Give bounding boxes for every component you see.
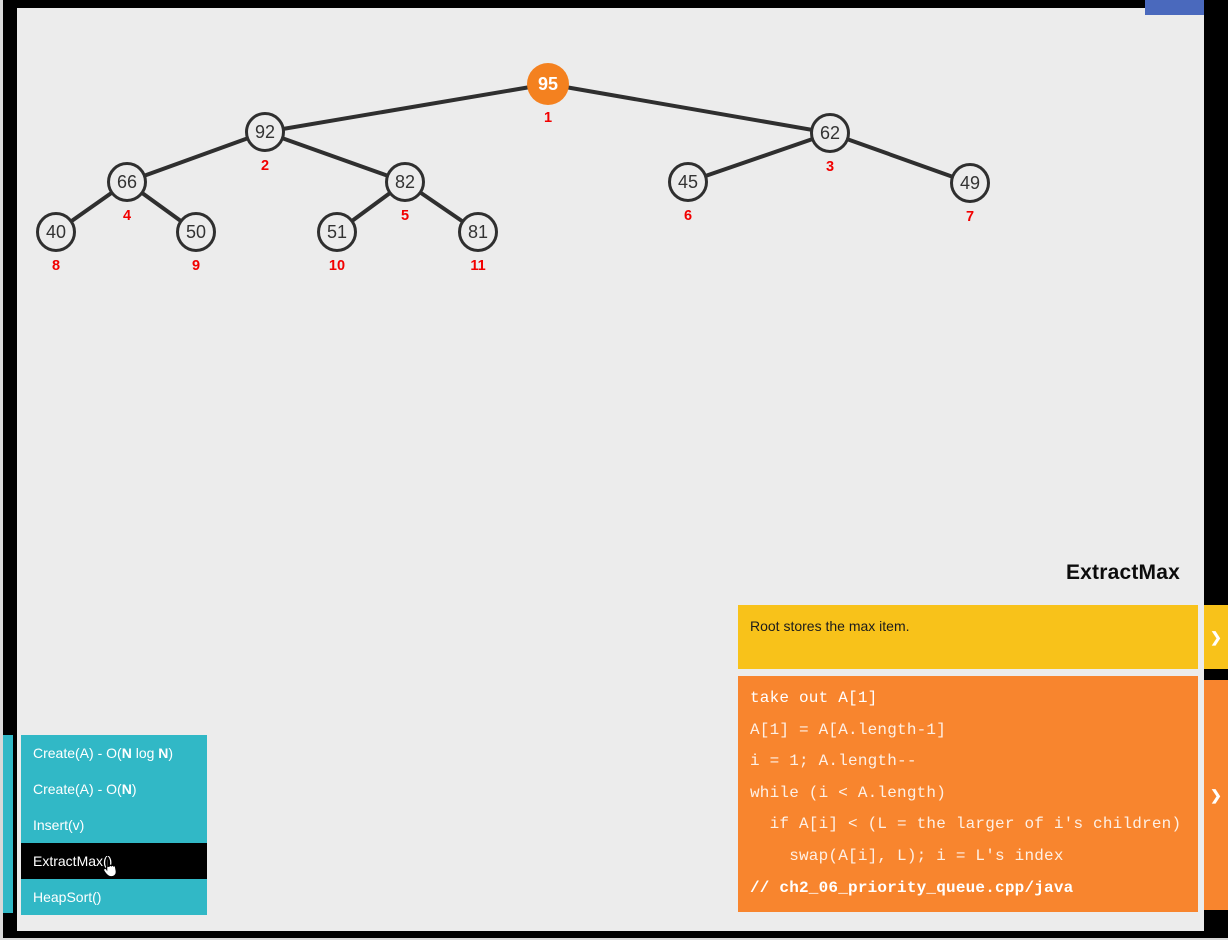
heap-node-11[interactable]: 81 11 [458, 212, 498, 275]
menu-item-label: Create(A) - O( [33, 781, 122, 797]
menu-item-extractmax[interactable]: ExtractMax() [21, 843, 207, 879]
heap-node-circle[interactable] [36, 212, 76, 252]
algorithm-menu: Create(A) - O(N log N)Create(A) - O(N)In… [21, 735, 207, 915]
heap-node-1[interactable]: 95 1 [527, 63, 569, 126]
heap-node-index-label: 6 [684, 208, 692, 224]
menu-item-create-n[interactable]: Create(A) - O(N) [21, 771, 207, 807]
heap-edge-2-4 [125, 130, 267, 184]
heap-node-index-label: 10 [329, 258, 345, 274]
window-edge-left [0, 0, 3, 940]
heap-node-circle[interactable] [245, 112, 285, 152]
status-text: Root stores the max item. [750, 618, 910, 634]
heap-node-value: 40 [46, 222, 66, 242]
heap-node-value: 81 [468, 222, 488, 242]
heap-edge-1-3 [546, 82, 832, 135]
heap-node-index-label: 1 [544, 110, 552, 126]
heap-node-index-label: 7 [966, 209, 974, 225]
heap-node-value: 50 [186, 222, 206, 242]
heap-node-2[interactable]: 92 2 [245, 112, 285, 175]
menu-item-label: N [121, 781, 132, 797]
menu-item-label: log [131, 745, 159, 761]
code-line-3: i = 1; A.length-- [750, 752, 917, 771]
menu-item-heapsort[interactable]: HeapSort() [21, 879, 207, 915]
chevron-right-icon: ❯ [1210, 628, 1222, 645]
heap-node-index-label: 2 [261, 158, 269, 174]
menu-item-label: ) [168, 745, 174, 761]
code-panel: take out A[1] A[1] = A[A.length-1] i = 1; … [738, 676, 1198, 912]
menu-item-label: Create(A) - O( [33, 745, 122, 761]
menu-item-create-nlogn[interactable]: Create(A) - O(N log N) [21, 735, 207, 771]
menu-item-label: Insert(v) [33, 817, 85, 833]
heap-node-circle[interactable] [950, 163, 990, 203]
heap-node-index-label: 3 [826, 159, 834, 175]
code-line-7: // ch2_06_priority_queue.cpp/java [750, 878, 1074, 897]
heap-node-value: 51 [327, 222, 347, 242]
heap-node-circle[interactable] [176, 212, 216, 252]
code-line-5: if A[i] < (L = the larger of i's childre… [750, 815, 1182, 834]
heap-node-index-label: 5 [401, 208, 409, 224]
code-panel-collapse-tab[interactable]: ❯ [1204, 680, 1228, 910]
menu-item-insert[interactable]: Insert(v) [21, 807, 207, 843]
heap-node-value: 49 [960, 173, 980, 193]
code-line-1: take out A[1] [750, 689, 878, 707]
heap-node-index-label: 11 [470, 258, 485, 274]
menu-item-label: N [158, 745, 169, 761]
heap-node-4[interactable]: 66 4 [107, 162, 147, 225]
heap-node-circle[interactable] [668, 162, 708, 202]
heap-node-circle[interactable] [107, 162, 147, 202]
status-panel: Root stores the max item. [738, 605, 1198, 669]
heap-node-3[interactable]: 62 3 [810, 113, 850, 176]
heap-node-index-label: 8 [52, 258, 60, 274]
page-title: ExtractMax [1065, 561, 1180, 584]
top-right-blue-bar[interactable] [1145, 0, 1204, 15]
menu-item-label: ) [131, 781, 137, 797]
heap-node-circle[interactable] [385, 162, 425, 202]
menu-item-label: ExtractMax() [33, 853, 113, 869]
heap-node-value: 62 [820, 123, 840, 143]
code-line-2: A[1] = A[A.length-1] [750, 720, 947, 739]
heap-node-circle-root[interactable] [527, 63, 569, 105]
menu-item-label: HeapSort() [33, 889, 102, 905]
heap-node-circle[interactable] [317, 212, 357, 252]
heap-node-8[interactable]: 40 8 [36, 212, 76, 275]
heap-node-value: 66 [117, 172, 137, 192]
code-line-4: while (i < A.length) [750, 783, 947, 802]
heap-node-5[interactable]: 82 5 [385, 162, 425, 225]
heap-edge-1-2 [263, 82, 550, 134]
menu-item-label: N [121, 745, 132, 761]
heap-node-10[interactable]: 51 10 [317, 212, 357, 275]
heap-node-index-label: 4 [123, 208, 131, 224]
heap-node-value: 45 [678, 172, 698, 192]
heap-node-7[interactable]: 49 7 [950, 163, 990, 226]
status-panel-collapse-tab[interactable]: ❯ [1204, 605, 1228, 669]
chevron-right-icon: ❯ [1210, 786, 1222, 803]
heap-node-value: 92 [255, 122, 275, 142]
heap-edge-3-7 [828, 131, 972, 185]
heap-node-9[interactable]: 50 9 [176, 212, 216, 275]
code-line-6: swap(A[i], L); i = L's index [750, 846, 1064, 865]
heap-node-circle[interactable] [458, 212, 498, 252]
heap-edge-2-5 [263, 130, 407, 184]
heap-node-6[interactable]: 45 6 [668, 162, 708, 225]
heap-node-value: 82 [395, 172, 415, 192]
heap-node-circle[interactable] [810, 113, 850, 153]
window-edge-bottom [0, 938, 1228, 940]
menu-edge-strip [0, 735, 13, 913]
heap-node-index-label: 9 [192, 258, 200, 274]
heap-edge-3-6 [686, 131, 832, 184]
heap-node-value: 95 [538, 74, 558, 94]
